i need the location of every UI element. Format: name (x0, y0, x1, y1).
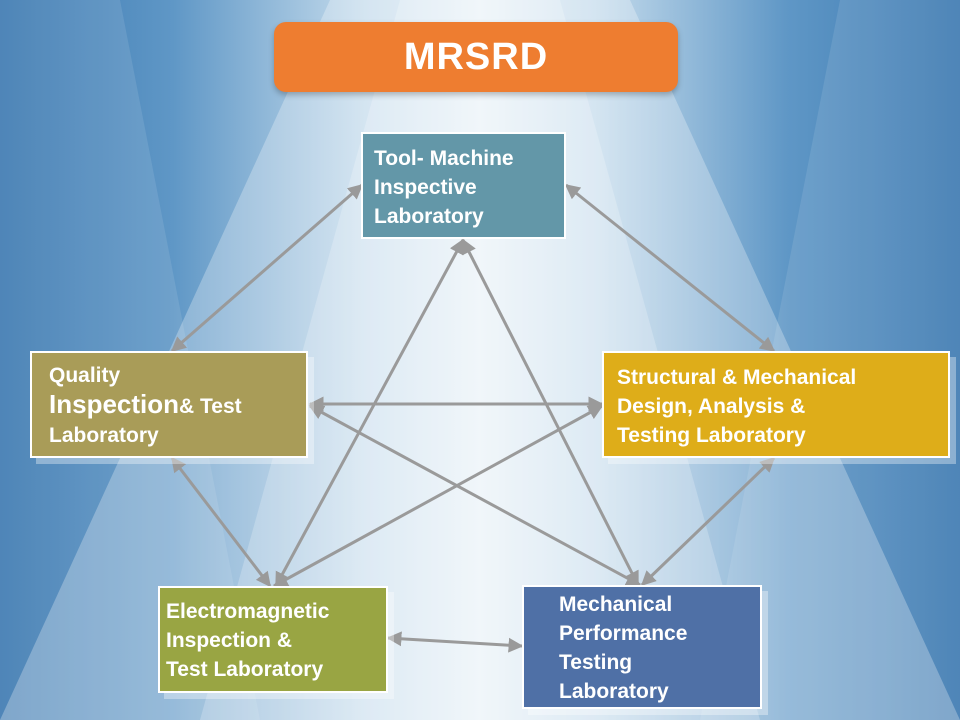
node-text-rest: & Test (179, 395, 242, 418)
node-text-line: Laboratory (374, 205, 484, 228)
node-text-line: Quality (49, 364, 121, 387)
arrow-tool_machine-to-quality (170, 183, 364, 353)
node-structural-mechanical-laboratory: Structural & Mechanical Design, Analysis… (602, 351, 950, 458)
node-electromagnetic-laboratory: Electromagnetic Inspection & Test Labora… (158, 586, 388, 693)
arrow-quality-to-mechanical (308, 404, 642, 587)
arrow-structural-to-mechanical (640, 456, 776, 587)
node-mechanical-performance-laboratory: Mechanical Performance Testing Laborator… (522, 585, 762, 709)
node-text-line: Inspective (374, 176, 477, 199)
node-text-line: Inspection & (166, 629, 293, 652)
arrow-electromagnetic-to-mechanical (386, 631, 524, 653)
node-text-emphasis: Inspection (49, 389, 180, 419)
node-text-line: Laboratory (559, 680, 669, 703)
title-text: MRSRD (403, 36, 549, 78)
arrow-quality-to-electromagnetic (170, 456, 272, 588)
arrow-structural-to-electromagnetic (272, 404, 604, 588)
arrow-tool_machine-to-structural (564, 183, 776, 353)
node-text-line: Structural & Mechanical (617, 366, 857, 389)
node-text-line: Mechanical (559, 593, 673, 616)
title-banner: MRSRD (274, 22, 678, 92)
node-text-line: Laboratory (49, 424, 159, 447)
node-text-line: Design, Analysis & (617, 395, 806, 418)
node-text-line: Inspection& Test (49, 390, 306, 421)
node-tool-machine-laboratory: Tool- Machine Inspective Laboratory (361, 132, 566, 239)
node-quality-inspection-laboratory: Quality Inspection& Test Laboratory (30, 351, 308, 458)
node-text-line: Testing (559, 651, 633, 674)
node-text-line: Testing Laboratory (617, 424, 806, 447)
node-text-line: Test Laboratory (166, 658, 324, 681)
node-text-line: Electromagnetic (166, 600, 330, 623)
node-text-line: Performance (559, 622, 688, 645)
node-text-line: Tool- Machine (374, 147, 514, 170)
